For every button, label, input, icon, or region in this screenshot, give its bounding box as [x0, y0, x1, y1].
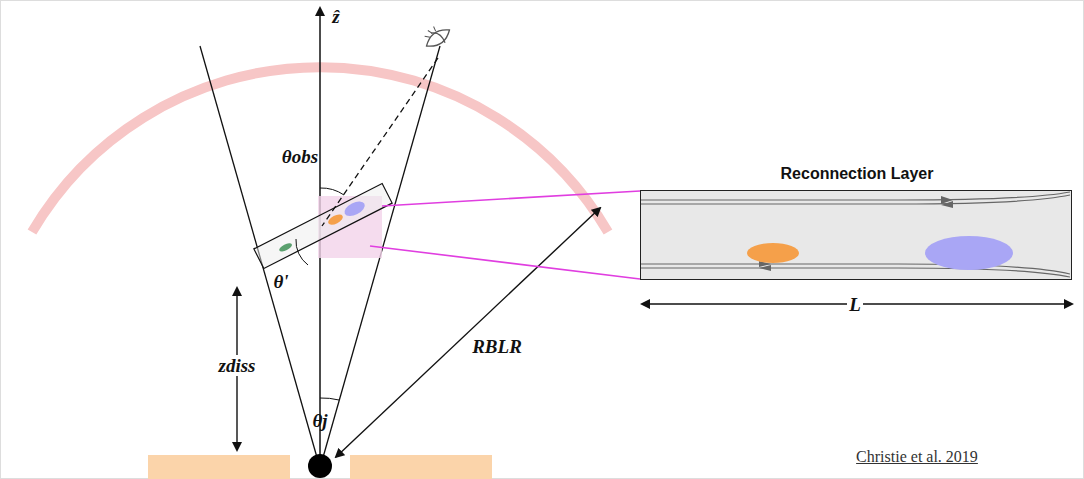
- field-arrowhead: [941, 201, 953, 208]
- field-line: [641, 192, 1070, 200]
- dimension-label: zdiss: [217, 355, 258, 376]
- plasmoid: [747, 243, 799, 263]
- accretion-disk: [148, 455, 290, 479]
- layer-interior: [641, 191, 1070, 278]
- plasmoid: [925, 236, 1013, 270]
- angle-label: θ': [271, 271, 290, 292]
- zoom-line: [382, 191, 640, 206]
- angle-label: θj: [310, 410, 329, 431]
- zoom-box: Reconnection Layer: [640, 190, 1072, 280]
- box-heading: Reconnection Layer: [781, 165, 934, 183]
- field-line: [641, 268, 1070, 277]
- field-line: [641, 264, 1070, 274]
- angle-label: θobs: [280, 146, 320, 167]
- black-hole: [308, 454, 332, 478]
- rblr-arrow: [336, 208, 600, 457]
- dimension-label: RBLR: [470, 336, 524, 357]
- reconnection-layer-small: [254, 184, 392, 269]
- accretion-disk: [350, 455, 492, 479]
- dimension-label: L: [847, 294, 863, 315]
- axis-label: ẑ: [330, 6, 341, 27]
- observer-eye: [420, 20, 454, 52]
- line-of-sight: [322, 58, 438, 226]
- angle-arc: [296, 239, 308, 265]
- angle-arc: [320, 188, 344, 195]
- zoom-line: [370, 246, 640, 279]
- angle-arc: [320, 398, 339, 400]
- field-line: [641, 195, 1070, 204]
- citation: Christie et al. 2019: [854, 448, 980, 466]
